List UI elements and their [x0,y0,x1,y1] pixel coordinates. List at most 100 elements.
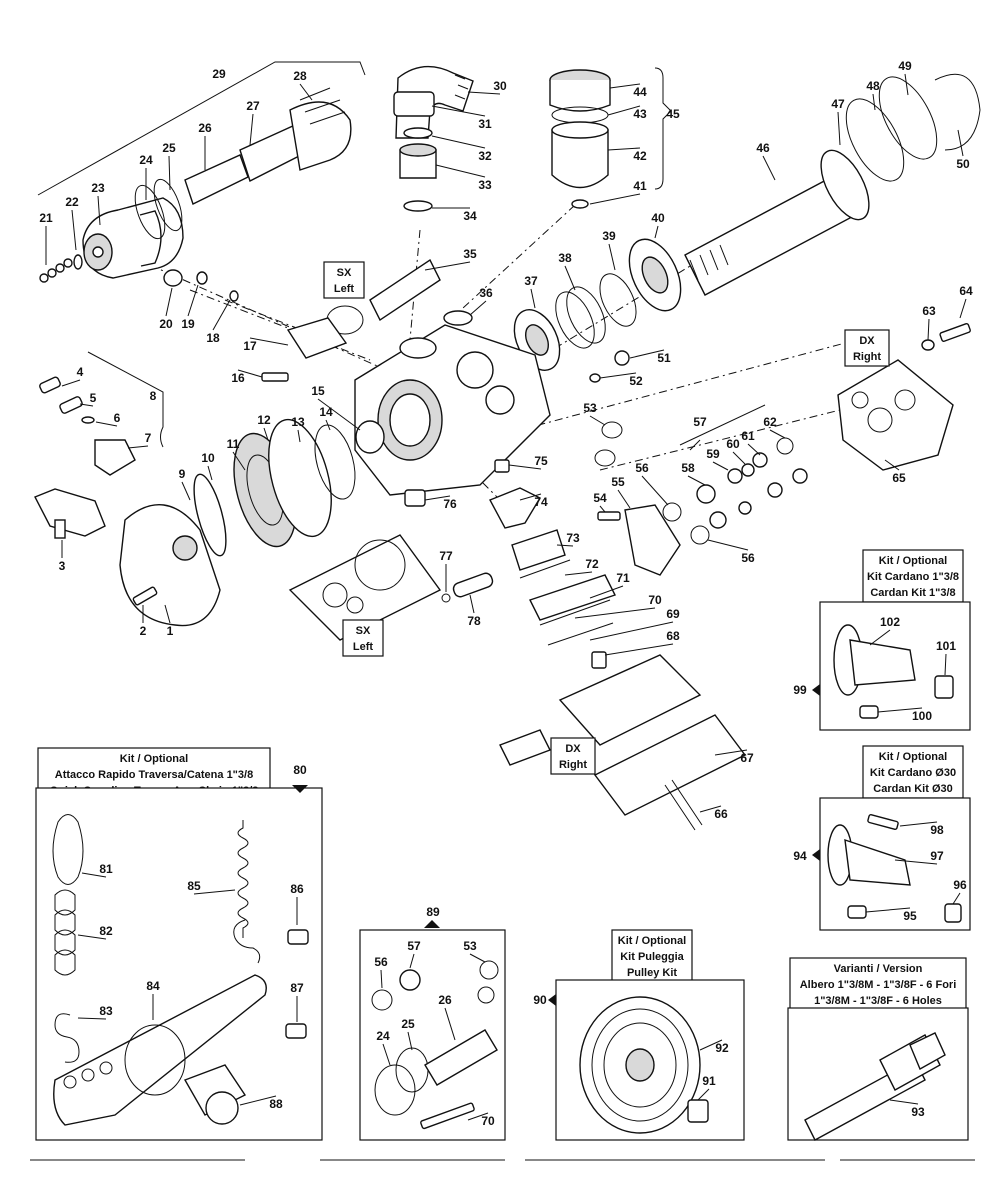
callout-c42: 42 [633,149,647,163]
svg-text:Right: Right [853,351,881,363]
callout-c96: 96 [953,878,967,892]
leader-c97 [894,859,938,865]
callout-c97: 97 [930,849,944,863]
callout-c28: 28 [293,69,307,83]
leader-c93 [889,1099,919,1105]
leader-c15 [317,398,361,431]
leader-c28 [299,83,313,101]
callout-c77: 77 [439,549,453,563]
kit-pulley: Kit / Optional Kit Puleggia Pulley Kit [548,929,745,1141]
callout-c52: 52 [629,374,643,388]
callout-k89_53: 53 [463,939,477,953]
leader-c5 [79,403,94,407]
callout-k89_25: 25 [401,1017,415,1031]
callout-c4: 4 [77,365,84,379]
callout-c102: 102 [880,615,900,629]
leader-c19 [187,284,199,317]
leader-c13 [297,429,301,443]
left-head-assembly [34,351,356,627]
leader-c96 [952,892,961,905]
callout-c64: 64 [959,284,973,298]
elbow-fitting [393,65,474,212]
callout-c9: 9 [179,467,186,481]
callout-c72: 72 [585,557,599,571]
leader-c33 [435,164,486,178]
callout-c80: 80 [293,763,307,777]
callout-c2: 2 [140,624,147,638]
version-shaft: Varianti / Version Albero 1"3/8M - 1"3/8… [787,957,969,1141]
leader-k89_53 [469,953,486,963]
right-head-assembly [837,322,971,471]
callout-c60: 60 [726,437,740,451]
svg-text:Kit Cardano 1"3/8: Kit Cardano 1"3/8 [867,571,959,583]
callout-c10: 10 [201,451,215,465]
side-tag-sx-top: SX Left [323,261,365,299]
leader-c53 [589,415,606,426]
leader-c83 [77,1017,107,1020]
callout-c51: 51 [657,351,671,365]
pump-body [261,258,551,507]
leader-c65 [884,459,900,471]
callout-c43: 43 [633,107,647,121]
callout-c39: 39 [602,229,616,243]
leader-c27 [249,113,254,146]
callout-c54: 54 [593,491,607,505]
callout-c21: 21 [39,211,53,225]
leader-c55 [617,489,631,509]
callout-c58: 58 [681,461,695,475]
callout-c24: 24 [139,153,153,167]
leader-c32 [431,135,486,149]
callout-c85: 85 [187,879,201,893]
leader-c16 [237,369,263,378]
leader-c23 [97,195,101,226]
callout-c89: 89 [426,905,440,919]
callout-c34: 34 [463,209,477,223]
piston-group [441,459,747,831]
callout-c84: 84 [146,979,160,993]
callout-c63: 63 [922,304,936,318]
callout-c65: 65 [892,471,906,485]
callout-c22: 22 [65,195,79,209]
callout-c1: 1 [167,624,174,638]
leader-c71 [589,585,624,599]
callout-c15: 15 [311,384,325,398]
svg-text:Albero 1"3/8M - 1"3/8F - 6 For: Albero 1"3/8M - 1"3/8F - 6 Fori [800,979,957,991]
callout-c88: 88 [269,1097,283,1111]
svg-text:SX: SX [356,625,371,637]
leader-c92 [699,1039,723,1051]
leader-c58 [687,475,706,486]
main-shaft [684,73,981,296]
callout-k89_26: 26 [438,993,452,1007]
leader-c74 [519,493,542,501]
leader-c91 [697,1088,710,1101]
leader-c6 [95,421,118,427]
callout-c73: 73 [566,531,580,545]
leader-c66 [699,805,722,813]
callout-c53: 53 [583,401,597,415]
leader-c54 [599,505,606,513]
callout-c18: 18 [206,331,220,345]
svg-text:Cardan Kit 1"3/8: Cardan Kit 1"3/8 [870,587,955,599]
callout-c29: 29 [212,67,226,81]
callout-c8: 8 [150,389,157,403]
side-tag-dx-right: DX Right [844,329,890,367]
callout-c35: 35 [463,247,477,261]
svg-text:DX: DX [565,743,581,755]
callout-c59: 59 [706,447,720,461]
leader-c17 [249,337,289,346]
leader-c30 [467,91,501,95]
callout-c37: 37 [524,274,538,288]
leader-k89_57 [409,953,415,969]
callout-c11: 11 [227,437,240,451]
leader-c102 [869,629,891,646]
callout-c83: 83 [99,1004,113,1018]
callout-c27: 27 [246,99,260,113]
kit-89-seals [359,920,506,1141]
leader-k89_24 [382,1043,391,1066]
callout-k89_24: 24 [376,1029,390,1043]
callout-c32: 32 [478,149,492,163]
leader-c11 [232,451,246,471]
leader-c63 [927,318,930,341]
